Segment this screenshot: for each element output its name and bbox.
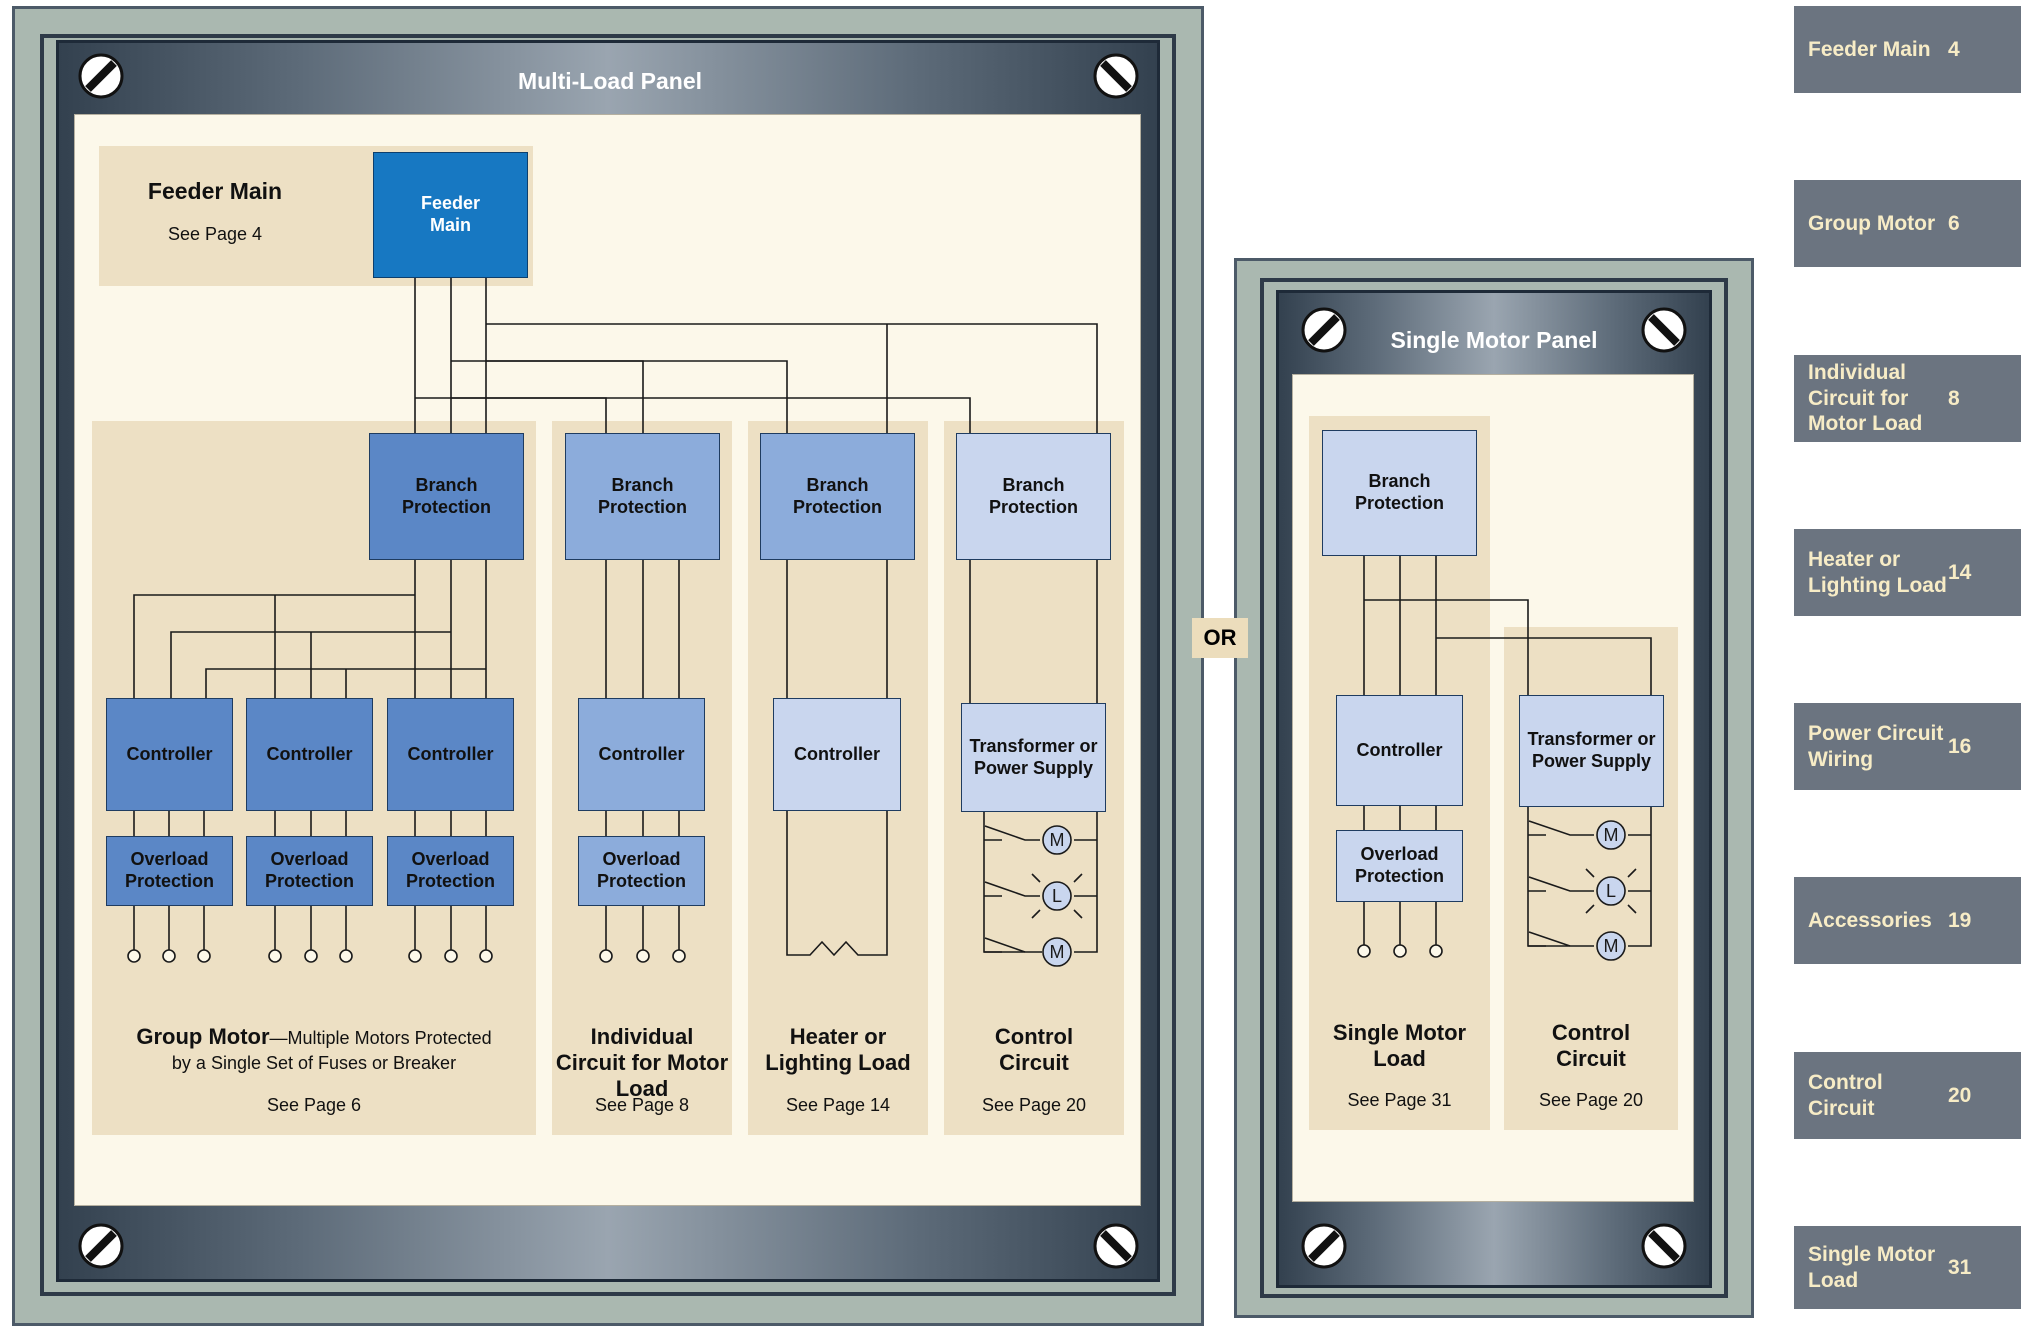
sidebar-tab-individual-circuit[interactable]: Individual Circuit for Motor Load 8: [1794, 355, 2021, 442]
overload-group-2: Overload Protection: [246, 836, 373, 906]
branch-protection-heater: Branch Protection: [760, 433, 915, 560]
lamp-symbol: [1042, 881, 1072, 911]
branch-protection-single: Branch Protection: [1322, 430, 1477, 556]
symbols: [1042, 820, 1626, 967]
sidebar-tab-page: 8: [1948, 386, 1960, 410]
sidebar-tab-label: Heater or Lighting Load: [1808, 547, 1947, 597]
controller-group-2: Controller: [246, 698, 373, 811]
sidebar-tab-group-motor[interactable]: Group Motor 6: [1794, 180, 2021, 267]
sidebar-tab-control-circuit[interactable]: Control Circuit 20: [1794, 1052, 2021, 1139]
sidebar-tab-label: Feeder Main: [1808, 37, 1931, 61]
controller-group-3: Controller: [387, 698, 514, 811]
multi-load-panel-rim: [40, 34, 1176, 1296]
sidebar-tab-page: 14: [1948, 560, 1972, 584]
screw-icon: [1301, 307, 1347, 353]
screw-icon: [1093, 53, 1139, 99]
motor-symbol: [1596, 820, 1626, 850]
lamp-rays: [1031, 868, 1637, 919]
sidebar-tab-page: 16: [1948, 734, 1972, 758]
group-motor-desc2: by a Single Set of Fuses or Breaker: [171, 1053, 457, 1073]
screw-icon: [78, 53, 124, 99]
screw-icon: [1301, 1223, 1347, 1269]
feeder-main-heading: Feeder Main: [147, 178, 283, 204]
lamp-symbol-label: L: [1606, 881, 1616, 901]
sidebar-tab-single-motor[interactable]: Single Motor Load 31: [1794, 1226, 2021, 1309]
single-motor-panel-title: Single Motor Panel: [1390, 327, 1598, 353]
single-control-see-page: See Page 20: [1538, 1090, 1644, 1110]
group-motor-caption: Group Motor—Multiple Motors Protected: [96, 1024, 532, 1050]
screw-icon: [1093, 1223, 1139, 1269]
sidebar-tab-accessories[interactable]: Accessories 19: [1794, 877, 2021, 964]
lamp-symbol: [1596, 876, 1626, 906]
motor-symbol-label: M: [1050, 942, 1065, 962]
screw-icon: [1641, 1223, 1687, 1269]
lamp-symbol-label: L: [1052, 886, 1062, 906]
sidebar-tab-label: Accessories: [1808, 908, 1932, 932]
individual-circuit-title: Individual Circuit for Motor Load: [555, 1024, 729, 1101]
panel-screws: [78, 53, 1687, 1269]
group-motor-see-page: See Page 6: [266, 1095, 362, 1115]
motor-symbol: [1596, 931, 1626, 961]
motor-symbol: [1042, 937, 1072, 967]
individual-circuit-see-page: See Page 8: [594, 1095, 690, 1115]
single-motor-panel-rim: [1260, 278, 1728, 1298]
sidebar-tab-page: 20: [1948, 1083, 1972, 1107]
group-motor-desc: —Multiple Motors Protected: [269, 1028, 492, 1048]
transformer-single: Transformer or Power Supply: [1519, 695, 1664, 807]
overload-individual: Overload Protection: [578, 836, 705, 906]
feeder-main-box: Feeder Main: [373, 152, 528, 278]
group-motor-title: Group Motor: [136, 1024, 270, 1049]
screw-icon: [78, 1223, 124, 1269]
single-motor-see-page: See Page 31: [1347, 1090, 1452, 1110]
single-motor-title: Single Motor Load: [1332, 1020, 1467, 1071]
controller-single: Controller: [1336, 695, 1463, 806]
sidebar-tab-label: Group Motor: [1808, 211, 1936, 235]
sidebar-tab-label: Power Circuit Wiring: [1808, 721, 1944, 771]
sidebar-tab-label: Single Motor Load: [1808, 1242, 1936, 1292]
sidebar-tab-feeder-main[interactable]: Feeder Main 4: [1794, 6, 2021, 93]
control-circuit-title: Control Circuit: [994, 1024, 1074, 1075]
motor-symbol-label: M: [1604, 936, 1619, 956]
control-circuit-see-page: See Page 20: [981, 1095, 1087, 1115]
feeder-main-see-page: See Page 4: [167, 224, 263, 244]
overload-group-1: Overload Protection: [106, 836, 233, 906]
sidebar-tab-page: 31: [1948, 1255, 1972, 1279]
controller-individual: Controller: [578, 698, 705, 811]
branch-protection-control: Branch Protection: [956, 433, 1111, 560]
heater-lighting-see-page: See Page 14: [785, 1095, 891, 1115]
sidebar-tab-label: Control Circuit: [1808, 1070, 1883, 1120]
single-control-title: Control Circuit: [1551, 1020, 1631, 1071]
branch-protection-individual: Branch Protection: [565, 433, 720, 560]
heater-lighting-title: Heater or Lighting Load: [765, 1024, 911, 1075]
transformer-control: Transformer or Power Supply: [961, 703, 1106, 812]
motor-symbol-label: M: [1604, 825, 1619, 845]
sidebar-tab-page: 4: [1948, 37, 1960, 61]
terminals: [127, 944, 1443, 963]
sidebar-tab-label: Individual Circuit for Motor Load: [1808, 361, 1923, 436]
screw-icon: [1641, 307, 1687, 353]
motor-symbol-label: M: [1050, 830, 1065, 850]
or-label: OR: [1192, 618, 1248, 658]
motor-symbol: [1042, 825, 1072, 855]
controller-group-1: Controller: [106, 698, 233, 811]
sidebar-tab-page: 19: [1948, 908, 1972, 932]
controller-heater: Controller: [773, 698, 901, 811]
multi-load-panel-title: Multi-Load Panel: [518, 68, 702, 94]
wires: [133, 278, 1652, 957]
overload-single: Overload Protection: [1336, 830, 1463, 902]
sidebar-tab-page: 6: [1948, 211, 1960, 235]
branch-protection-group: Branch Protection: [369, 433, 524, 560]
overload-group-3: Overload Protection: [387, 836, 514, 906]
